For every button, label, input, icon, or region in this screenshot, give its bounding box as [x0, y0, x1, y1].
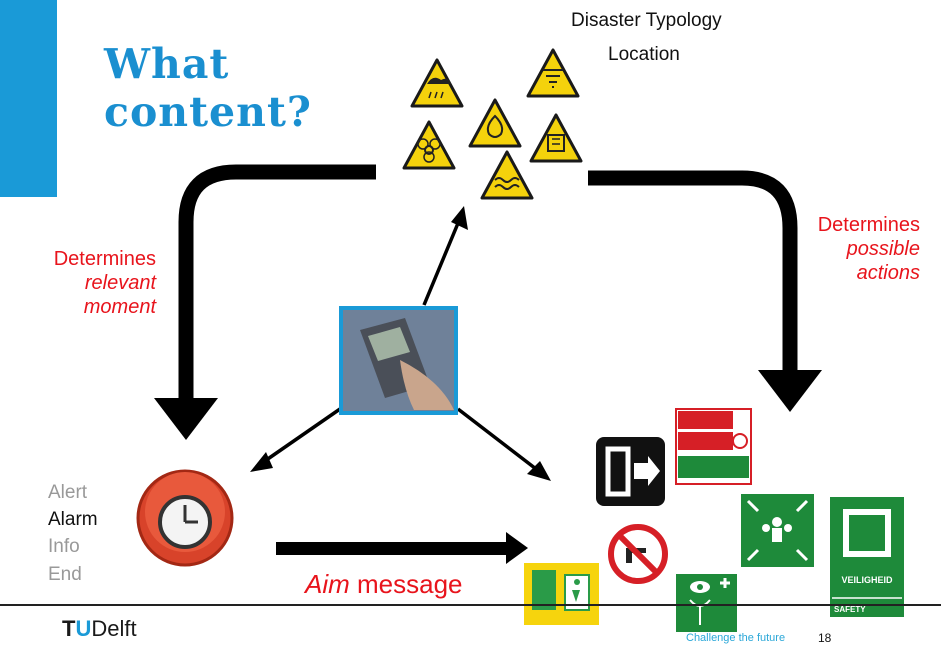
flood-hazard-icon: [480, 150, 534, 200]
logo-u: U: [75, 616, 92, 641]
storm-hazard-icon: [410, 58, 464, 108]
right-curved-arrow: [588, 170, 798, 372]
typology-label: Disaster Typology: [571, 10, 722, 31]
emergency-exit-sign-icon: [524, 563, 599, 625]
right-label-line-1: Determines: [817, 214, 920, 236]
exit-door-icon: [596, 437, 665, 506]
location-label: Location: [608, 44, 680, 65]
stage-alarm: Alarm: [48, 509, 98, 530]
page-number: 18: [818, 631, 832, 645]
stage-end: End: [48, 564, 82, 585]
left-arrowhead: [154, 398, 218, 440]
stage-alert: Alert: [48, 482, 88, 503]
right-label-line-2: possible: [846, 238, 920, 260]
left-arrow-label: Determines relevant moment: [22, 247, 156, 319]
aim-message-label: Aim message: [305, 569, 463, 600]
left-label-line-2: relevant: [84, 272, 156, 294]
down-left-arrow: [261, 407, 341, 465]
fire-instruction-sign-icon: [675, 408, 752, 485]
left-curved-arrow: [178, 164, 376, 400]
left-label-line-3: moment: [83, 296, 156, 318]
right-label-line-3: actions: [856, 262, 920, 284]
aim-rest: message: [349, 569, 463, 599]
assembly-point-icon: [741, 494, 814, 567]
alarm-clock-icon: [136, 469, 234, 567]
fire-hazard-icon: [468, 98, 522, 148]
aim-arrow-shaft: [276, 542, 508, 555]
logo-delft: Delft: [91, 616, 137, 641]
right-arrowhead: [758, 370, 822, 412]
right-arrow-label: Determines possible actions: [780, 213, 920, 285]
biohazard-icon: [402, 120, 456, 170]
logo-t: T: [62, 616, 76, 641]
svg-text:VEILIGHEID: VEILIGHEID: [841, 575, 893, 585]
up-arrow: [422, 215, 463, 306]
side-accent-bar: [0, 0, 57, 197]
no-drinking-water-icon: [608, 524, 668, 584]
title-line-1: What: [104, 40, 230, 88]
stage-info: Info: [48, 536, 80, 557]
title-line-2: content?: [104, 88, 312, 136]
phone-photo: [339, 306, 458, 415]
safety-sign-icon: VEILIGHEID SAFETY: [830, 497, 904, 617]
hazard-signs-cluster: [402, 48, 583, 200]
left-label-line-1: Determines: [53, 248, 156, 270]
explosion-hazard-icon: [529, 113, 583, 163]
slide-title: What content?: [104, 40, 312, 136]
tornado-hazard-icon: [526, 48, 580, 98]
down-right-arrow: [456, 407, 542, 474]
footer-divider: [0, 604, 941, 606]
aim-arrowhead: [506, 532, 528, 564]
svg-text:SAFETY: SAFETY: [834, 605, 866, 614]
eye-wash-icon: [676, 574, 737, 632]
footer-tagline: Challenge the future: [686, 632, 786, 644]
aim-word: Aim: [305, 569, 350, 599]
tudelft-logo: TUDelft: [62, 616, 137, 642]
